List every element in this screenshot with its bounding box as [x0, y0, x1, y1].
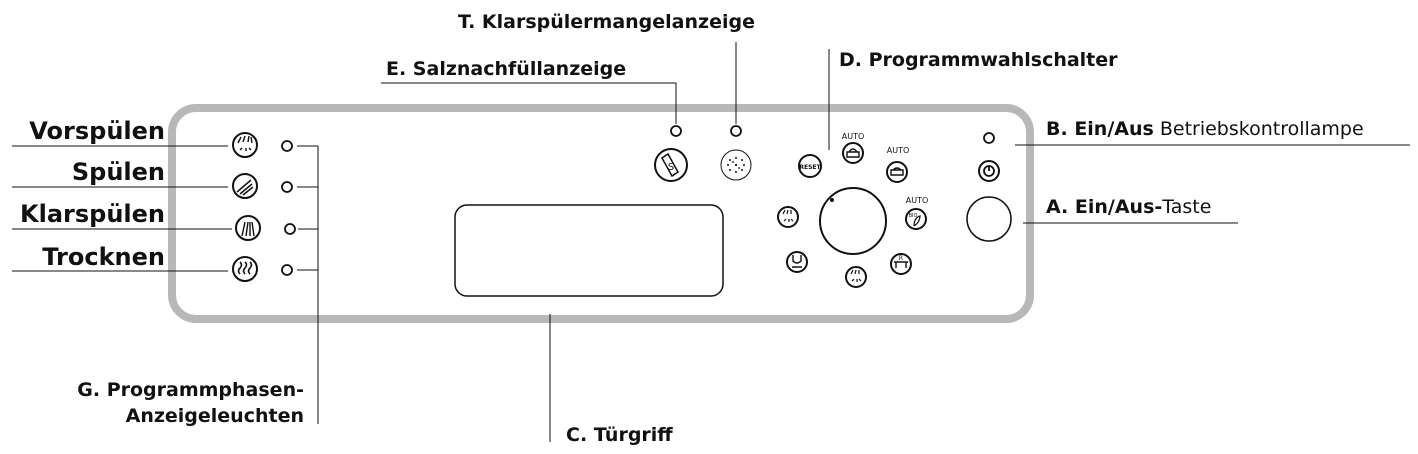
- reset-icon[interactable]: RESET: [798, 154, 822, 178]
- salt-led: [670, 125, 682, 137]
- rinse-led: [284, 223, 296, 235]
- phase-lights-callout-line1: G. Programmphasen-: [77, 379, 304, 401]
- svg-text:RESET: RESET: [799, 164, 821, 171]
- power-button-callout-bold: A. Ein/Aus-: [1046, 196, 1163, 218]
- power-button-callout: A. Ein/Aus-Taste: [1046, 198, 1211, 217]
- phase-lights-bracket: [297, 145, 319, 424]
- knob-indicator-dot: [830, 198, 834, 202]
- svg-text:BIO: BIO: [909, 213, 918, 219]
- wash-led: [281, 181, 293, 193]
- power-button-callout-text: Taste: [1162, 196, 1212, 218]
- door-handle-recess: [454, 204, 724, 297]
- svg-text:S: S: [668, 162, 674, 173]
- svg-text:AUTO: AUTO: [842, 132, 865, 141]
- program-selector-knob[interactable]: [819, 187, 887, 255]
- salt-callout: E. Salznachfüllanzeige: [386, 58, 627, 80]
- dry-led: [281, 264, 293, 276]
- auto-intensive-icon[interactable]: AUTO: [842, 132, 865, 164]
- phase-lights-callout-line2: Anzeigeleuchten: [125, 405, 304, 427]
- auto-bio-icon[interactable]: AUTO BIO: [905, 196, 929, 230]
- wash-icon: [232, 173, 258, 199]
- rinse-aid-callout: T. Klarspülermangelanzeige: [458, 11, 755, 33]
- auto-normal-icon[interactable]: AUTO: [886, 146, 910, 183]
- rinse-program-icon[interactable]: [845, 266, 867, 288]
- r-program-icon[interactable]: R: [890, 253, 912, 275]
- rinse-aid-led: [730, 125, 742, 137]
- power-lamp-callout-text: Betriebskontrollampe: [1153, 118, 1364, 140]
- salt-icon: S: [654, 148, 688, 182]
- rinse-label: Klarspülen: [20, 200, 165, 228]
- svg-text:AUTO: AUTO: [906, 196, 929, 205]
- pre-rinse-icon: [232, 132, 258, 158]
- rinse-icon: [235, 215, 261, 241]
- power-lamp-callout: B. Ein/Aus Betriebskontrollampe: [1046, 120, 1364, 139]
- wash-label: Spülen: [71, 158, 165, 186]
- dry-icon: [232, 256, 258, 282]
- svg-text:AUTO: AUTO: [887, 146, 910, 155]
- power-button[interactable]: [966, 196, 1012, 242]
- control-panel: [168, 104, 1034, 323]
- power-lamp-callout-bold: B. Ein/Aus: [1046, 118, 1154, 140]
- dry-label: Trocknen: [42, 243, 165, 271]
- program-selector-callout: D. Programmwahlschalter: [839, 49, 1118, 71]
- rinse-aid-icon: [720, 149, 752, 181]
- pre-rinse-program-icon[interactable]: [777, 206, 799, 228]
- pre-rinse-label: Vorspülen: [29, 117, 165, 145]
- power-lamp: [983, 132, 995, 144]
- rinse-hold-icon[interactable]: [786, 251, 808, 273]
- door-handle-callout: C. Türgriff: [566, 424, 673, 446]
- salt-leader: [381, 82, 677, 124]
- pre-rinse-led: [281, 140, 293, 152]
- power-icon: [978, 160, 1000, 182]
- svg-text:R: R: [899, 255, 903, 262]
